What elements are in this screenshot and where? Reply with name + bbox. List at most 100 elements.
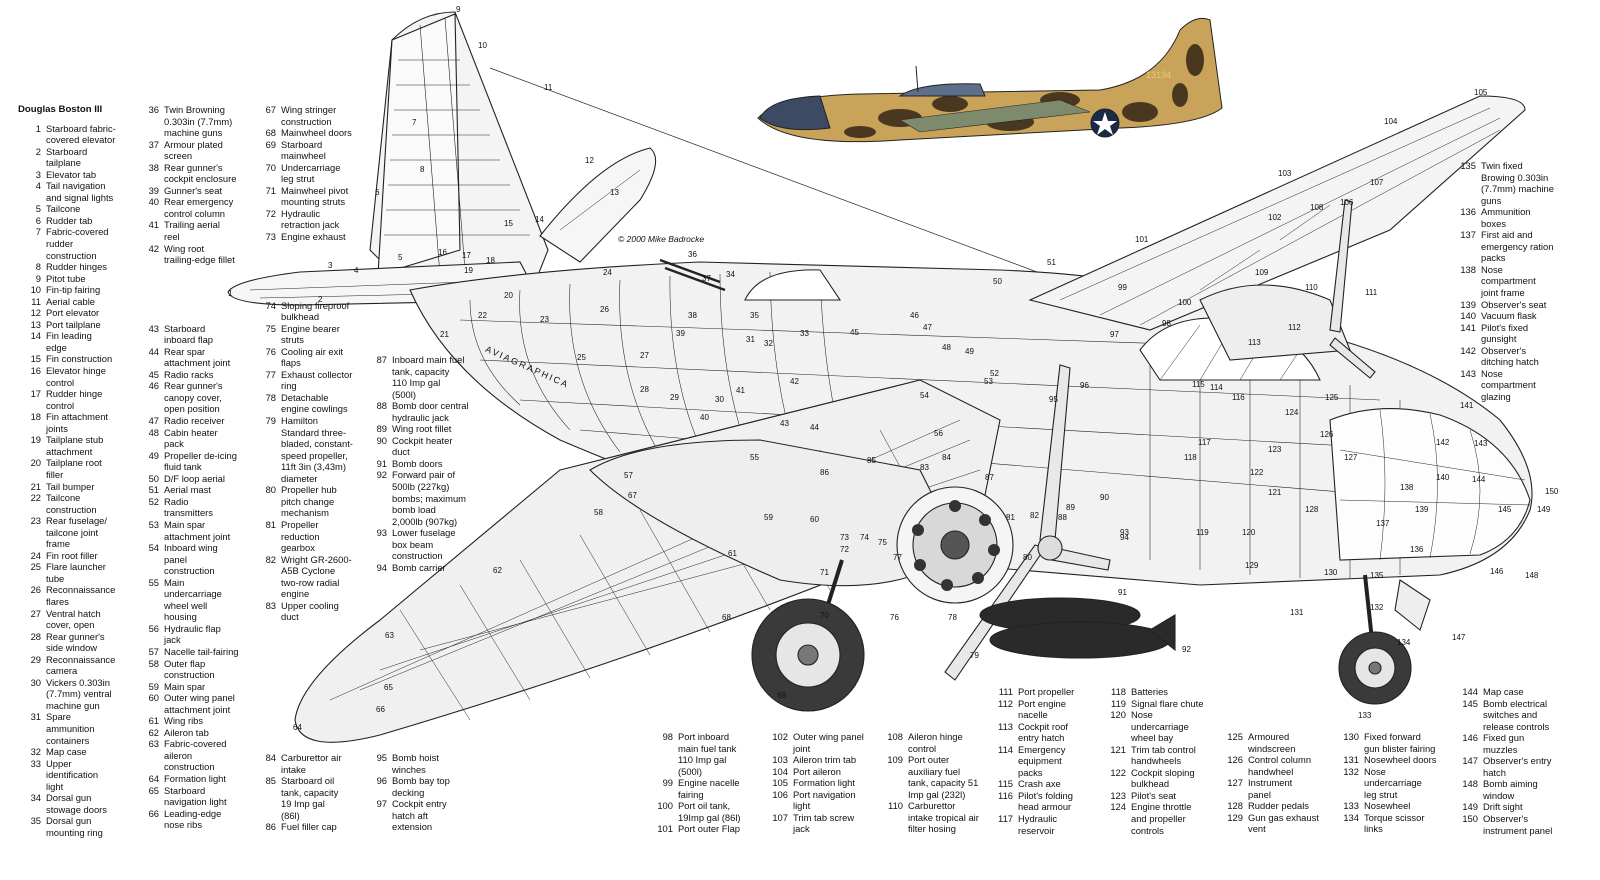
legend-number: 55 [148, 576, 159, 588]
legend-number: 138 [1460, 263, 1476, 275]
callout-129: 129 [1245, 561, 1259, 570]
callout-78: 78 [948, 613, 957, 622]
legend-text: Map case [46, 746, 87, 758]
callout-41: 41 [736, 386, 745, 395]
callout-100: 100 [1178, 298, 1192, 307]
callout-62: 62 [493, 566, 502, 575]
legend-text: Fin-tip fairing [46, 284, 101, 296]
callout-33: 33 [800, 329, 809, 338]
legend-text: Ammunition boxes [1481, 206, 1531, 229]
legend-text: Pilot's seat [1131, 789, 1177, 801]
callout-27: 27 [640, 351, 649, 360]
rear-canopy [744, 269, 842, 301]
legend-text: Bomb aiming window [1483, 778, 1538, 801]
legend-text: Starboard fabric- covered elevator [46, 122, 116, 146]
callout-145: 145 [1498, 505, 1512, 514]
legend-item-148: 148 Bomb aiming window [1455, 778, 1583, 801]
legend-number: 63 [148, 738, 159, 750]
legend-number: 57 [148, 645, 159, 657]
legend-number: 131 [1343, 754, 1359, 766]
legend-text: Cockpit roof entry hatch [1018, 720, 1069, 744]
legend-number: 142 [1460, 344, 1476, 356]
legend-text: Cockpit heater duct [392, 434, 453, 458]
legend-text: Bomb doors [392, 457, 443, 469]
legend-number: 65 [148, 784, 159, 796]
callout-42: 42 [790, 377, 799, 386]
callout-149: 149 [1537, 505, 1551, 514]
legend-text: Rudder pedals [1248, 800, 1309, 812]
legend-text: Rudder hinges [46, 261, 107, 273]
legend-number: 9 [35, 272, 41, 284]
legend-number: 148 [1462, 778, 1478, 790]
callout-46: 46 [910, 311, 919, 320]
legend-number: 56 [148, 622, 159, 634]
legend-text: Observer's instrument panel [1483, 813, 1553, 836]
callout-21: 21 [440, 330, 449, 339]
legend-text: Mainwheel pivot mounting struts [281, 184, 349, 208]
callout-73: 73 [840, 533, 849, 542]
legend-number: 102 [772, 731, 788, 742]
callout-29: 29 [670, 393, 679, 402]
legend-number: 67 [265, 104, 276, 115]
legend-text: Rear gunner's cockpit enclosure [164, 161, 237, 185]
legend-text: Main undercarriage wheel well housing [164, 576, 222, 623]
legend-text: Nosewheel [1364, 800, 1411, 812]
legend-text: Port inboard main fuel tank 110 Imp gal … [678, 731, 737, 777]
legend-number: 82 [265, 553, 276, 565]
legend-number: 60 [148, 692, 159, 704]
callout-11: 11 [544, 83, 553, 92]
legend-number: 43 [148, 322, 159, 334]
legend-number: 37 [148, 138, 159, 150]
legend-number: 83 [265, 599, 276, 611]
callout-12: 12 [585, 156, 594, 165]
legend-number: 3 [35, 168, 41, 180]
legend-text: Twin fixed Browing 0.303in (7.7mm) machi… [1481, 160, 1554, 206]
callout-95: 95 [1049, 395, 1058, 404]
legend-number: 38 [148, 161, 159, 173]
legend-number: 2 [35, 145, 41, 157]
legend-text: Aerial cable [46, 295, 95, 307]
legend-text: Starboard oil tank, capacity 19 Imp gal … [281, 775, 339, 821]
legend-number: 100 [657, 800, 673, 812]
legend-number: 8 [35, 261, 41, 273]
legend-number: 27 [30, 607, 41, 619]
callout-76: 76 [890, 613, 899, 622]
callout-121: 121 [1268, 488, 1282, 497]
callout-6: 6 [375, 188, 380, 197]
legend-number: 85 [265, 775, 276, 787]
legend-number: 17 [30, 388, 41, 400]
legend-number: 143 [1460, 367, 1476, 379]
callout-103: 103 [1278, 169, 1292, 178]
callout-37: 37 [702, 274, 711, 283]
legend-number: 64 [148, 772, 159, 784]
callout-101: 101 [1135, 235, 1149, 244]
legend-number: 36 [148, 104, 159, 115]
legend-number: 104 [772, 765, 788, 777]
legend-number: 12 [30, 307, 41, 319]
